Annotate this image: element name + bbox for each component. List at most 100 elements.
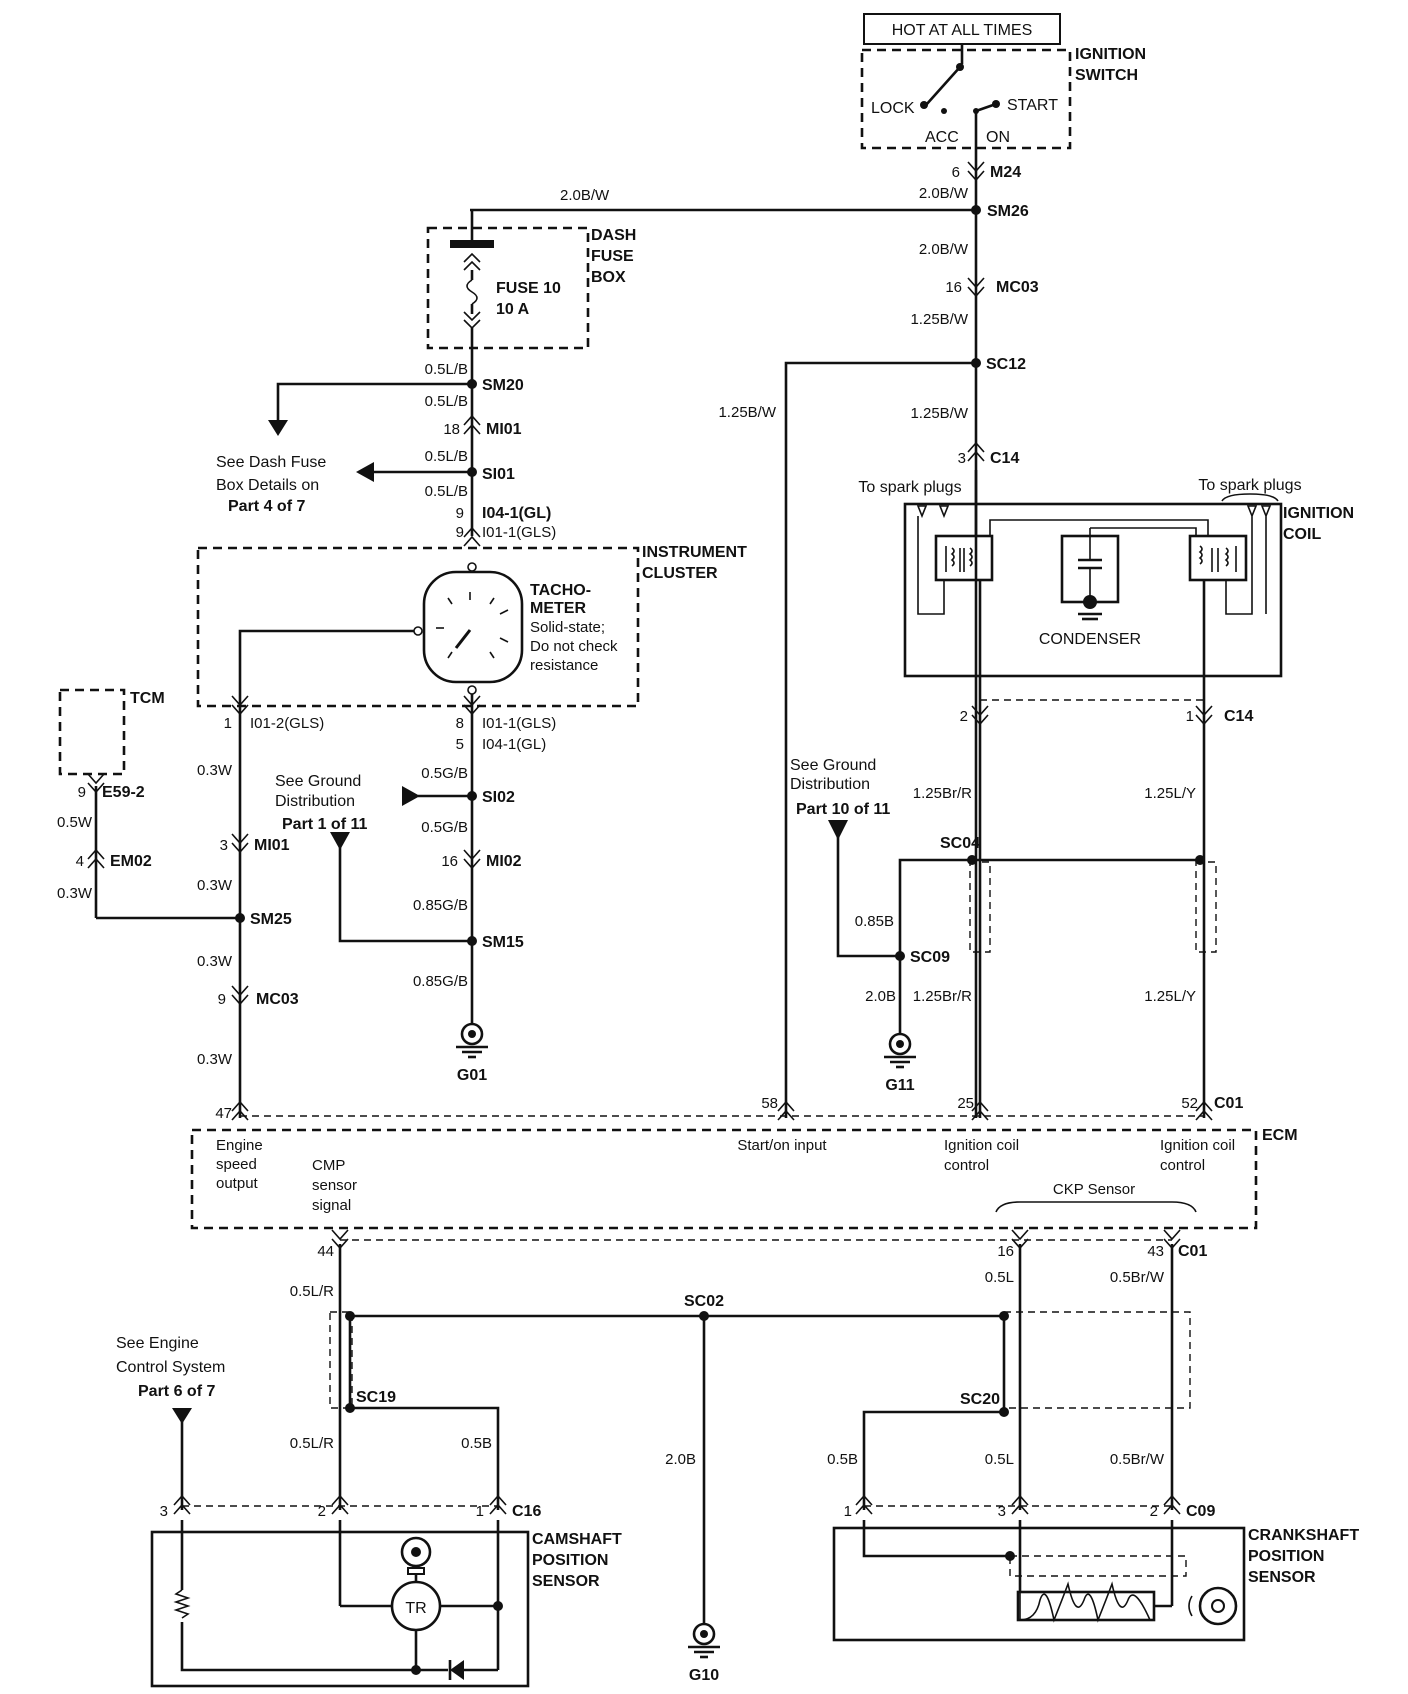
ecm-engine-speed-label: Engine bbox=[216, 1137, 263, 1154]
wire-0-5lb-a: 0.5L/B bbox=[425, 361, 468, 378]
wire-0-5lb-b: 0.5L/B bbox=[425, 393, 468, 410]
c09-pin2: 2 bbox=[1150, 1503, 1158, 1520]
see-ground-10-ref-2: Distribution bbox=[790, 776, 870, 793]
fuse-10-label: FUSE 10 bbox=[496, 280, 561, 297]
wire-0-5l-a: 0.5L bbox=[985, 1269, 1014, 1286]
ecm-pin43: 43 bbox=[1147, 1243, 1164, 1260]
ecm-coil-ctrl-a-label: Ignition coil bbox=[944, 1137, 1019, 1154]
i01-top-pin: 9 bbox=[456, 524, 464, 541]
c16-pin2: 2 bbox=[318, 1503, 326, 1520]
dash-fuse-box-label: DASH bbox=[591, 227, 636, 244]
ecm-pin44: 44 bbox=[317, 1243, 334, 1260]
ground-g10-label: G10 bbox=[689, 1667, 719, 1684]
connector-c14-low: C14 bbox=[1224, 708, 1253, 725]
connector-i04-1b: I04-1(GL) bbox=[482, 736, 546, 753]
m24-pin: 6 bbox=[952, 164, 960, 181]
tachometer-label-2: METER bbox=[530, 600, 586, 617]
ignition-coil-box bbox=[903, 502, 1283, 678]
wire-0-5gb-b: 0.5G/B bbox=[421, 819, 468, 836]
connector-c01-top: C01 bbox=[1214, 1095, 1243, 1112]
ecm-pin25: 25 bbox=[957, 1095, 974, 1112]
ecm-cmp-label-2: sensor bbox=[312, 1177, 357, 1194]
splice-sc12-label: SC12 bbox=[986, 356, 1026, 373]
ecm-box bbox=[190, 1128, 1258, 1230]
wire-2-0b-g10: 2.0B bbox=[665, 1451, 696, 1468]
tachometer-gauge bbox=[422, 570, 524, 684]
wire-2-0bw-left: 2.0B/W bbox=[560, 187, 610, 204]
wire-0-3w-b: 0.3W bbox=[197, 877, 233, 894]
ecm-cmp-label-3: signal bbox=[312, 1197, 351, 1214]
fuse-10-rating: 10 A bbox=[496, 301, 530, 318]
ecm-coil-ctrl-b-label: Ignition coil bbox=[1160, 1137, 1235, 1154]
hot-at-all-times-label: HOT AT ALL TIMES bbox=[892, 22, 1033, 39]
crankshaft-sensor-label-3: SENSOR bbox=[1248, 1569, 1316, 1586]
ecm-coil-ctrl-a-label-2: control bbox=[944, 1157, 989, 1174]
wire-0-3w-tcm: 0.3W bbox=[57, 885, 93, 902]
connector-i01-top: I01-1(GLS) bbox=[482, 524, 556, 541]
camshaft-diode bbox=[450, 1660, 464, 1680]
ecm-label: ECM bbox=[1262, 1127, 1298, 1144]
ignition-coil-label-2: COIL bbox=[1283, 526, 1321, 543]
fuse-10-element bbox=[466, 279, 478, 305]
connector-e59: E59-2 bbox=[102, 784, 145, 801]
connector-em02: EM02 bbox=[110, 853, 152, 870]
splice-sm25 bbox=[235, 913, 245, 923]
coil-pack-left bbox=[934, 534, 994, 582]
tachometer-note: Solid-state; bbox=[530, 619, 605, 636]
wire-0-85gb-b: 0.85G/B bbox=[413, 973, 468, 990]
c16-pin3: 3 bbox=[160, 1503, 168, 1520]
wire-1-25bw-b: 1.25B/W bbox=[910, 405, 968, 422]
connector-mi02: MI02 bbox=[486, 853, 522, 870]
ecm-cmp-label: CMP bbox=[312, 1157, 345, 1174]
fuse-bus-bar bbox=[450, 240, 494, 248]
see-dash-fuse-ref: See Dash Fuse bbox=[216, 454, 326, 471]
splice-sm25-label: SM25 bbox=[250, 911, 292, 928]
connector-mi01-top: MI01 bbox=[486, 421, 522, 438]
wire-0-5b-ckp: 0.5B bbox=[827, 1451, 858, 1468]
connector-c01-bot: C01 bbox=[1178, 1243, 1207, 1260]
ignition-switch-label-2: SWITCH bbox=[1075, 67, 1138, 84]
connector-mc03-top: MC03 bbox=[996, 279, 1039, 296]
wire-0-5lr-b: 0.5L/R bbox=[290, 1435, 334, 1452]
wire-0-5l-b: 0.5L bbox=[985, 1451, 1014, 1468]
splice-sc20-label: SC20 bbox=[960, 1391, 1000, 1408]
crankshaft-sensor-label: CRANKSHAFT bbox=[1248, 1527, 1359, 1544]
wire-1-25brr-a: 1.25Br/R bbox=[913, 785, 972, 802]
camshaft-sensor-label: CAMSHAFT bbox=[532, 1531, 622, 1548]
ecm-pin58: 58 bbox=[761, 1095, 778, 1112]
wire-0-5w-tcm: 0.5W bbox=[57, 814, 93, 831]
connector-c14-top: C14 bbox=[990, 450, 1019, 467]
see-ground-1-ref-3: Part 1 of 11 bbox=[282, 816, 367, 833]
wire-1-25bw-left: 1.25B/W bbox=[718, 404, 776, 421]
wire-0-85gb-a: 0.85G/B bbox=[413, 897, 468, 914]
wire-0-85b: 0.85B bbox=[855, 913, 894, 930]
c14-low-pin2: 2 bbox=[960, 708, 968, 725]
splice-sm26-label: SM26 bbox=[987, 203, 1029, 220]
connector-c16: C16 bbox=[512, 1503, 541, 1520]
camshaft-resistor bbox=[173, 1589, 191, 1619]
dash-fuse-box-label-2: FUSE bbox=[591, 248, 634, 265]
connector-i04-top: I04-1(GL) bbox=[482, 505, 551, 522]
ign-acc-label: ACC bbox=[925, 129, 959, 146]
ignition-switch-box bbox=[860, 48, 1072, 150]
wire-1-25ly-a: 1.25L/Y bbox=[1144, 785, 1196, 802]
c14-top-pin: 3 bbox=[958, 450, 966, 467]
spark-plugs-right-label: To spark plugs bbox=[1198, 477, 1301, 494]
splice-sc19-label: SC19 bbox=[356, 1389, 396, 1406]
see-ground-1-ref: See Ground bbox=[275, 773, 361, 790]
ign-lock-label: LOCK bbox=[871, 100, 915, 117]
connector-mi01-low: MI01 bbox=[254, 837, 290, 854]
tachometer-note-2: Do not check bbox=[530, 638, 618, 655]
see-ground-10-ref: See Ground bbox=[790, 757, 876, 774]
wire-0-5lb-d: 0.5L/B bbox=[425, 483, 468, 500]
splice-sm20-label: SM20 bbox=[482, 377, 524, 394]
wire-0-3w-c: 0.3W bbox=[197, 953, 233, 970]
camshaft-tr-label: TR bbox=[405, 1600, 426, 1617]
i04-top-pin: 9 bbox=[456, 505, 464, 522]
ground-g01-label: G01 bbox=[457, 1067, 487, 1084]
crankshaft-sensor-label-2: POSITION bbox=[1248, 1548, 1324, 1565]
see-ground-10-ref-3: Part 10 of 11 bbox=[796, 801, 890, 818]
tachometer-label: TACHO- bbox=[530, 582, 591, 599]
wire-0-5lb-c: 0.5L/B bbox=[425, 448, 468, 465]
